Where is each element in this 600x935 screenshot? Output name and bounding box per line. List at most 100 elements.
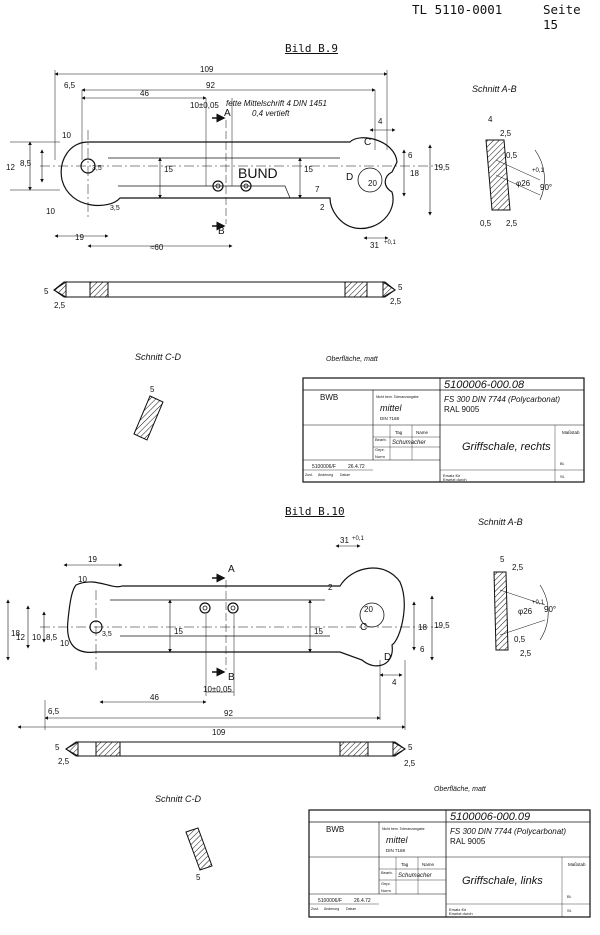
svg-text:20: 20 (364, 605, 373, 614)
dim-4: 4 (378, 117, 383, 126)
hole-right (357, 167, 383, 193)
svg-text:2,5: 2,5 (404, 759, 416, 768)
titleblock-b10 (308, 809, 591, 918)
svg-text:+0,1: +0,1 (532, 168, 545, 174)
svg-text:5: 5 (44, 287, 49, 296)
dim-6: 6 (408, 151, 413, 160)
titleblock-b10-text: BWB 5100006-000.09 FS 300 DIN 7744 (Poly… (311, 811, 586, 916)
hole-mid-3 (240, 180, 252, 192)
svg-text:C: C (360, 622, 367, 633)
svg-text:Ersetzt durch: Ersetzt durch (443, 477, 467, 482)
svg-text:19: 19 (88, 555, 97, 564)
svg-text:Gepr.: Gepr. (375, 447, 385, 452)
svg-text:Ersatz für: Ersatz für (443, 473, 461, 478)
dim-15b: 15 (304, 165, 313, 174)
bund-label: BUND (238, 165, 278, 181)
figure-b9-side-labels: 5 2,5 5 2,5 (44, 283, 403, 310)
figure-title-b10: Bild B.10 (285, 505, 345, 518)
dim-r10a: 10 (62, 131, 71, 140)
dim-2: 2 (320, 203, 325, 212)
svg-text:Änderung: Änderung (324, 907, 339, 911)
dim-3-5b: 3,5 (110, 205, 120, 212)
svg-text:5: 5 (398, 283, 403, 292)
svg-text:0,5: 0,5 (514, 635, 526, 644)
hole-mid-4 (243, 183, 249, 189)
svg-text:DIN 7168: DIN 7168 (386, 848, 406, 853)
dim-31: 31 (370, 241, 379, 250)
schnitt-cd-b9: Schnitt C-D (135, 352, 182, 362)
svg-text:Nicht bem. Toleranzangabe: Nicht bem. Toleranzangabe (382, 827, 425, 831)
svg-text:2,5: 2,5 (506, 219, 518, 228)
dim-15: 15 (164, 165, 173, 174)
document-id: TL 5110-0001 (412, 2, 503, 17)
svg-text:26.4.72: 26.4.72 (354, 898, 371, 904)
section-label-c: C (364, 137, 371, 148)
inner-line-lower (118, 185, 291, 199)
svg-text:10: 10 (60, 639, 69, 648)
section-label-b: B (218, 226, 225, 237)
dim-10-tol: 10±0,05 (190, 101, 219, 110)
svg-text:15: 15 (314, 627, 323, 636)
svg-text:2,5: 2,5 (58, 757, 70, 766)
svg-text:Ersatz für: Ersatz für (449, 907, 467, 912)
svg-text:FS 300 DIN 7744 (Polycarbonat): FS 300 DIN 7744 (Polycarbonat) (450, 827, 566, 836)
figure-b9-section-ab-labels: Schnitt A-B 4 2,5 0,5 φ26 +0,1 90° 2,5 0… (472, 84, 552, 228)
svg-text:5: 5 (408, 743, 413, 752)
svg-text:Zust.: Zust. (305, 473, 313, 477)
svg-text:4: 4 (392, 678, 397, 687)
svg-text:6,5: 6,5 (48, 707, 60, 716)
svg-text:Norm: Norm (375, 454, 385, 459)
svg-text:Datum: Datum (346, 907, 356, 911)
svg-text:mittel: mittel (386, 835, 409, 845)
dim-20: 20 (368, 179, 377, 188)
figure-b10-labels: 109 92 46 6,5 10±0,05 19 18 12 10 8,5 15… (11, 536, 450, 737)
svg-text:2,5: 2,5 (512, 563, 524, 572)
svg-text:Zust.: Zust. (311, 907, 319, 911)
dim-12: 12 (6, 163, 15, 172)
tb-part-name: Griffschale, rechts (462, 441, 551, 453)
figure-b9-section-ab (485, 139, 545, 211)
svg-text:46: 46 (150, 693, 159, 702)
dim-7: 7 (315, 185, 320, 194)
svg-text:10: 10 (32, 633, 41, 642)
svg-text:5100006/F: 5100006/F (312, 464, 336, 470)
svg-text:26.4.72: 26.4.72 (348, 464, 365, 470)
svg-text:Norm: Norm (381, 888, 391, 893)
svg-text:2,5: 2,5 (390, 297, 402, 306)
svg-text:St.: St. (567, 908, 572, 913)
svg-text:8,5: 8,5 (46, 633, 58, 642)
svg-text:2,5: 2,5 (520, 649, 532, 658)
dim-109: 109 (200, 65, 214, 74)
figure-b10-side (65, 741, 406, 757)
figure-b9-plan (10, 70, 440, 248)
svg-text:10±0,05: 10±0,05 (203, 685, 232, 694)
svg-text:90°: 90° (540, 183, 552, 192)
svg-text:Datum: Datum (340, 473, 350, 477)
svg-text:B: B (228, 672, 235, 683)
note-depth: 0,4 vertieft (252, 109, 290, 118)
hole-mid-1 (212, 180, 224, 192)
svg-text:St.: St. (560, 474, 565, 479)
svg-text:5100006/F: 5100006/F (318, 898, 342, 904)
dim-r10b: 10 (46, 207, 55, 216)
svg-text:RAL 9005: RAL 9005 (450, 837, 486, 846)
svg-text:3,5: 3,5 (102, 631, 112, 638)
dim-18: 18 (410, 169, 419, 178)
svg-text:Oberfläche, matt: Oberfläche, matt (434, 786, 487, 793)
dim-8-5: 8,5 (20, 159, 32, 168)
svg-text:0,5: 0,5 (506, 151, 518, 160)
svg-text:+0,1: +0,1 (532, 600, 545, 606)
svg-text:Tag: Tag (395, 430, 403, 435)
svg-text:10: 10 (78, 575, 87, 584)
tb-color: RAL 9005 (444, 405, 480, 414)
section-label-a: A (224, 108, 231, 119)
svg-text:5: 5 (55, 743, 60, 752)
svg-text:0,5: 0,5 (480, 219, 492, 228)
section-cd-b9-shape (133, 395, 164, 441)
svg-text:2,5: 2,5 (500, 129, 512, 138)
svg-text:2: 2 (328, 583, 333, 592)
figure-b9-labels: 109 92 46 6,5 10±0,05 19 ≈60 12 8,5 15 1… (6, 65, 450, 252)
figure-b10-section-ab (493, 571, 549, 651)
svg-text:Tag: Tag (401, 862, 409, 867)
svg-text:5: 5 (196, 873, 201, 882)
